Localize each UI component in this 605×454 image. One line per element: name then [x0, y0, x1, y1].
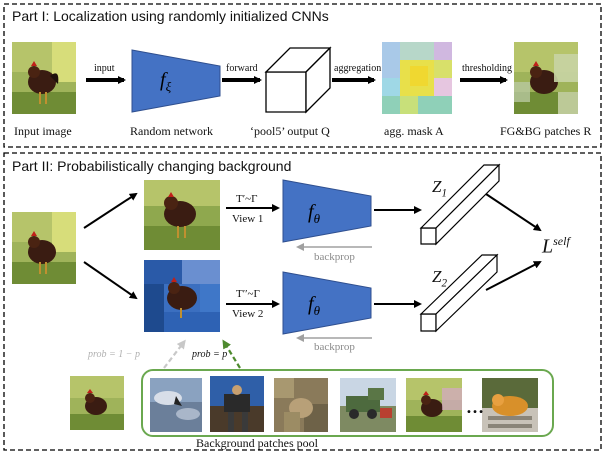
pool5-cube — [264, 46, 332, 114]
prob-change-label: prob = p — [192, 349, 228, 360]
view1-image — [144, 180, 220, 250]
pool-patch-1 — [150, 378, 202, 432]
network-theta-2 — [282, 271, 372, 335]
source-image — [70, 376, 124, 430]
label-fg-bg-patches: FG&BG patches R — [500, 124, 592, 138]
label-pool5-output: ‘pool5’ output Q — [250, 124, 330, 138]
arrow-label-input: input — [94, 63, 115, 74]
label-input-image: Input image — [14, 124, 72, 138]
backprop-label-1: backprop — [314, 251, 355, 263]
z2-bar — [419, 253, 499, 333]
random-network-symbol: fξ — [160, 69, 172, 94]
z1-label: Z1 — [432, 177, 447, 200]
network-theta-1-symbol: fθ — [308, 201, 320, 226]
aggregation-mask — [382, 42, 452, 114]
part1-title: Part I: Localization using randomly init… — [12, 8, 329, 24]
background-pool-frame — [141, 369, 554, 437]
z2-label: Z2 — [432, 267, 447, 290]
arrow-to-view2 — [83, 261, 138, 300]
arrow-label-thresholding: thresholding — [462, 63, 512, 74]
arrow-label-aggregation: aggregation — [334, 63, 382, 74]
random-network-shape — [131, 49, 221, 113]
transform1-label: T′~Γ — [236, 193, 258, 205]
backprop-label-2: backprop — [314, 341, 355, 353]
pool-patch-3 — [274, 378, 328, 432]
dashed-arrow-keep — [163, 339, 186, 369]
input-image — [12, 42, 76, 114]
loss-label: Lself — [542, 234, 570, 258]
background-pool-label: Background patches pool — [196, 436, 318, 450]
part1-frame — [3, 3, 602, 148]
label-random-network: Random network — [130, 124, 213, 138]
pool-patch-5 — [406, 378, 462, 432]
arrow-z2-to-loss — [485, 261, 542, 291]
pool-ellipsis: … — [466, 397, 484, 417]
view1-label: View 1 — [232, 213, 264, 225]
fg-bg-patches-image — [514, 42, 578, 114]
view2-label: View 2 — [232, 308, 264, 320]
prob-keep-label: prob = 1 − p — [88, 349, 141, 360]
part2-frame — [3, 152, 602, 451]
view2-image — [144, 260, 220, 332]
pool-patch-4 — [340, 378, 396, 432]
pool-patch-6 — [482, 378, 538, 432]
label-agg-mask: agg. mask A — [384, 124, 444, 138]
arrow-z1-to-loss — [485, 193, 542, 232]
pool-patch-2 — [210, 376, 264, 432]
transform2-label: T′′~Γ — [236, 288, 260, 300]
arrow-label-forward: forward — [226, 63, 258, 74]
part2-input-image — [12, 212, 76, 284]
network-theta-2-symbol: fθ — [308, 293, 320, 318]
dashed-arrow-change — [222, 339, 241, 369]
arrow-to-view1 — [83, 192, 138, 229]
network-theta-1 — [282, 179, 372, 243]
z1-bar — [419, 163, 501, 246]
part2-title: Part II: Probabilistically changing back… — [12, 158, 292, 174]
